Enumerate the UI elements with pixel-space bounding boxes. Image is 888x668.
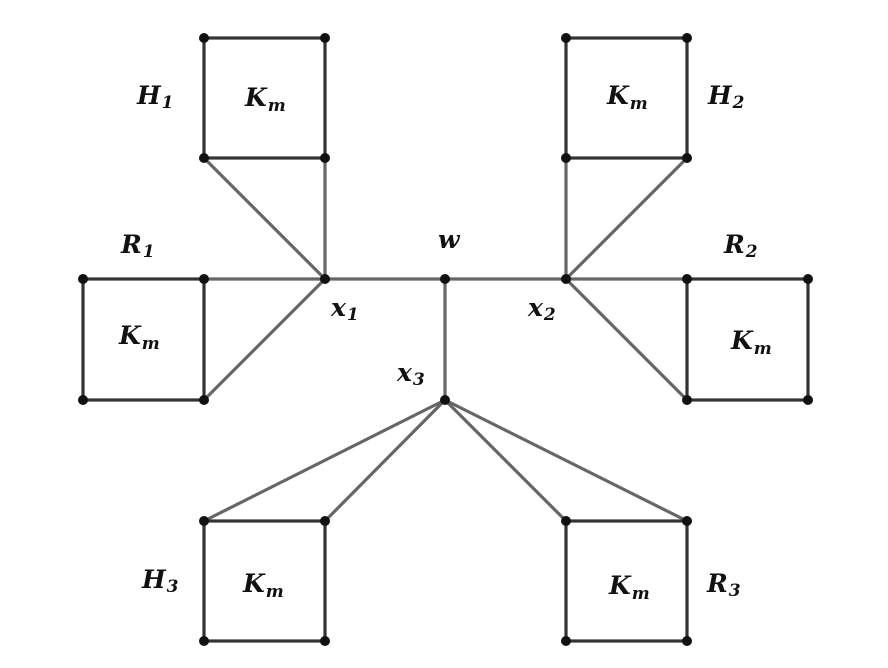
- node: [561, 33, 571, 43]
- node: [320, 153, 330, 163]
- label-r1: R1: [120, 230, 155, 262]
- clique-label-r1: Km: [118, 321, 160, 354]
- node: [682, 636, 692, 646]
- label-h3: H3: [141, 565, 179, 597]
- node: [682, 395, 692, 405]
- node: [199, 153, 209, 163]
- label-x2: x2: [527, 293, 556, 325]
- edge-h1-x1-left: [202, 156, 327, 281]
- clique-box-h2: [564, 36, 689, 160]
- node: [320, 636, 330, 646]
- node: [320, 33, 330, 43]
- node: [199, 516, 209, 526]
- node: [803, 395, 813, 405]
- label-r3: R3: [706, 569, 741, 601]
- node: [199, 636, 209, 646]
- node: [78, 274, 88, 284]
- node: [199, 33, 209, 43]
- clique-box-h1: [202, 36, 327, 160]
- edge-r1-x1-bottom: [202, 277, 327, 402]
- label-x3: x3: [396, 358, 425, 390]
- edge-h2-x2-right: [564, 156, 689, 281]
- node: [682, 274, 692, 284]
- clique-box-r1: [81, 277, 206, 402]
- node-x2: [561, 274, 571, 284]
- clique-box-r2: [685, 277, 810, 402]
- label-w: w: [438, 225, 461, 254]
- label-r2: R2: [723, 230, 758, 262]
- label-h1: H1: [136, 81, 173, 113]
- edge-h3-x3-left: [202, 398, 447, 523]
- vertex-labels: w x1 x2 x3: [330, 225, 556, 390]
- node: [561, 153, 571, 163]
- node-x1: [320, 274, 330, 284]
- node: [561, 636, 571, 646]
- clique-label-r3: Km: [608, 571, 650, 604]
- node: [199, 274, 209, 284]
- clique-label-h3: Km: [242, 569, 284, 602]
- node: [682, 516, 692, 526]
- node-w: [440, 274, 450, 284]
- connecting-edges: [202, 156, 689, 523]
- clique-box-h3: [202, 519, 327, 643]
- clique-label-r2: Km: [730, 326, 772, 359]
- node: [561, 516, 571, 526]
- edge-r3-x3-right: [443, 398, 689, 523]
- vertices: [78, 33, 813, 646]
- node: [320, 516, 330, 526]
- label-h2: H2: [707, 81, 745, 113]
- clique-box-r3: [564, 519, 689, 643]
- clique-label-h1: Km: [244, 83, 286, 116]
- edge-h3-x3-right: [323, 398, 447, 523]
- node: [682, 33, 692, 43]
- node: [682, 153, 692, 163]
- clique-label-h2: Km: [606, 81, 648, 114]
- clique-labels: Km Km Km Km Km Km: [118, 81, 772, 604]
- clique-boxes: [81, 36, 810, 643]
- node-x3: [440, 395, 450, 405]
- node: [78, 395, 88, 405]
- label-x1: x1: [330, 293, 359, 325]
- edge-r3-x3-left: [443, 398, 568, 523]
- node: [803, 274, 813, 284]
- group-labels: H1 H2 R1 R2 H3 R3: [120, 81, 758, 601]
- node: [199, 395, 209, 405]
- edge-r2-x2-bottom: [564, 277, 689, 402]
